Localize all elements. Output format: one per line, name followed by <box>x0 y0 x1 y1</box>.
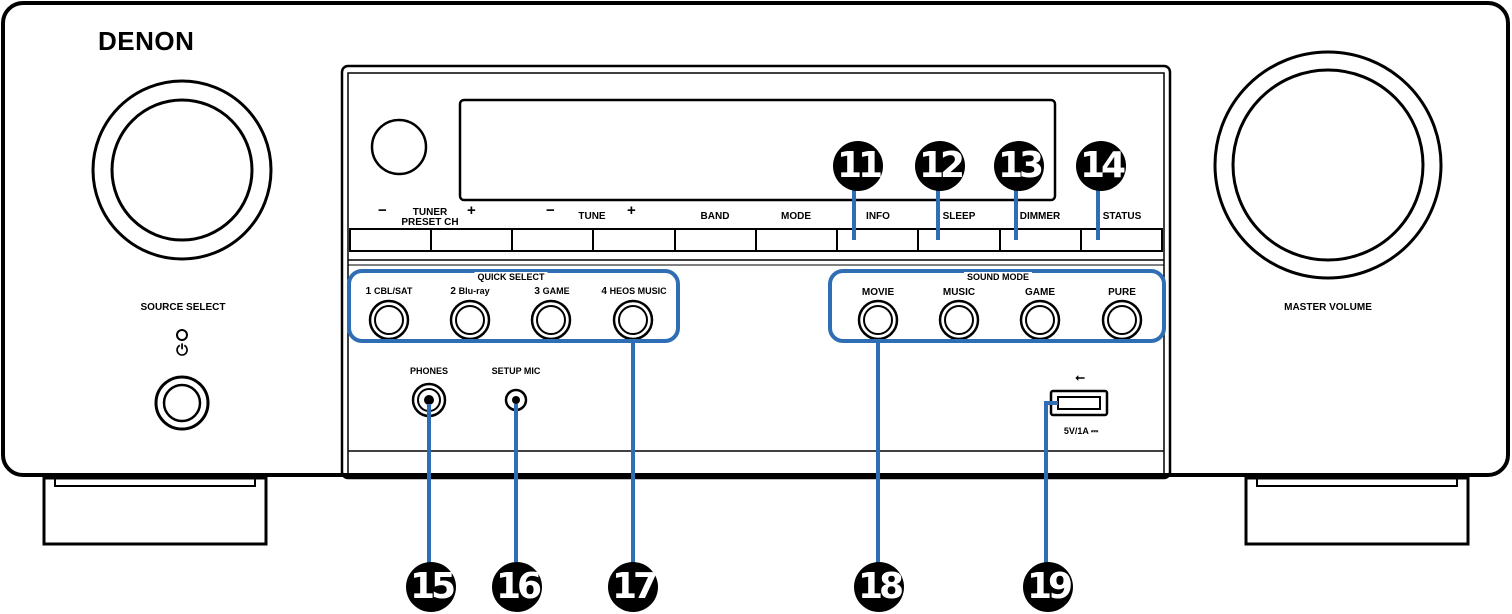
power-button-inner <box>162 383 202 423</box>
preset-minus-label: − <box>378 202 387 219</box>
master-volume-knob[interactable] <box>1215 52 1441 278</box>
callout-19: 19 <box>1023 562 1073 612</box>
power-button[interactable] <box>156 377 208 429</box>
callout-16: 16 <box>492 562 542 612</box>
setup-mic-jack[interactable] <box>506 390 526 410</box>
quick-select-1-button[interactable] <box>370 301 408 339</box>
usb-icon: ⭠ <box>1075 370 1085 384</box>
tune-up-button[interactable] <box>593 229 675 251</box>
power-led <box>176 329 188 341</box>
master-volume-knob-inner <box>1231 68 1425 262</box>
preset-up-button[interactable] <box>431 229 512 251</box>
quick-select-4-number: 4 <box>601 286 607 297</box>
tune-minus-label: − <box>546 202 555 219</box>
right-foot <box>1244 476 1470 546</box>
quick-select-1-number: 1 <box>365 286 372 297</box>
left-foot <box>42 476 268 546</box>
sound-mode-pure-button[interactable] <box>1103 301 1141 339</box>
sound-mode-title: SOUND MODE <box>963 272 1033 282</box>
front-button-row <box>349 228 1163 252</box>
callout-14: 14 <box>1076 141 1126 191</box>
usb-rating-label: 5V/1A ⎓ <box>1063 426 1099 436</box>
callout-17: 17 <box>608 562 658 612</box>
phones-jack[interactable] <box>413 384 445 416</box>
setup-mic-label: SETUP MIC <box>491 366 541 376</box>
quick-select-title: QUICK SELECT <box>474 272 548 282</box>
callout-11: 11 <box>833 141 883 191</box>
quick-select-4-button[interactable] <box>614 301 652 339</box>
power-icon: ⏻ <box>176 342 188 359</box>
quick-select-1-label: 1 CBL/SAT <box>366 286 413 297</box>
quick-select-2-button[interactable] <box>451 301 489 339</box>
phones-jack-hole <box>424 395 434 405</box>
setup-mic-jack-hole <box>512 396 520 404</box>
dimmer-label: DIMMER <box>1019 211 1061 222</box>
sound-mode-game-label: GAME <box>1025 287 1055 298</box>
callout-18: 18 <box>854 562 904 612</box>
dimmer-button[interactable] <box>1000 229 1081 251</box>
sound-mode-buttons <box>857 299 1143 341</box>
center-panel-inner <box>347 72 1165 479</box>
sound-mode-movie-button[interactable] <box>859 301 897 339</box>
source-select-label: SOURCE SELECT <box>140 302 226 313</box>
right-foot-inner <box>1256 477 1458 487</box>
source-select-knob-inner <box>110 98 254 242</box>
quick-select-2-text: Blu-ray <box>458 286 490 296</box>
band-label: BAND <box>700 211 730 222</box>
callout-13: 13 <box>994 141 1044 191</box>
quick-select-4-text: HEOS MUSIC <box>609 286 667 296</box>
mode-label: MODE <box>781 211 811 222</box>
sleep-label: SLEEP <box>942 211 976 222</box>
tuner-preset-label: TUNER PRESET CH <box>401 208 458 228</box>
quick-select-4-label: 4 HEOS MUSIC <box>601 286 666 297</box>
mode-button[interactable] <box>756 229 837 251</box>
info-label: INFO <box>866 211 890 222</box>
quick-select-2-label: 2 Blu-ray <box>450 286 489 297</box>
tuner-label-line2: PRESET CH <box>401 217 459 228</box>
callout-15: 15 <box>406 562 456 612</box>
quick-select-2-number: 2 <box>450 286 456 297</box>
source-select-knob[interactable] <box>93 81 271 259</box>
quick-select-3-label: 3 GAME <box>534 286 569 297</box>
quick-select-1-text: CBL/SAT <box>374 286 413 296</box>
remote-sensor <box>370 118 428 176</box>
front-display <box>458 98 1057 202</box>
quick-select-buttons <box>368 299 654 341</box>
tune-label: TUNE <box>578 211 606 222</box>
sound-mode-music-button[interactable] <box>940 301 978 339</box>
brand-logo: DENON <box>98 26 195 56</box>
phones-label: PHONES <box>409 366 449 376</box>
left-foot-inner <box>54 477 256 487</box>
quick-select-3-text: GAME <box>542 286 570 296</box>
usb-port[interactable] <box>1051 391 1107 415</box>
preset-down-button[interactable] <box>350 229 431 251</box>
sound-mode-pure-label: PURE <box>1108 287 1136 298</box>
quick-select-3-button[interactable] <box>532 301 570 339</box>
info-button[interactable] <box>837 229 918 251</box>
status-label: STATUS <box>1102 211 1142 222</box>
callout-12: 12 <box>915 141 965 191</box>
sound-mode-game-button[interactable] <box>1021 301 1059 339</box>
quick-select-highlight <box>347 269 680 343</box>
sleep-button[interactable] <box>918 229 1000 251</box>
quick-select-3-number: 3 <box>534 286 540 297</box>
callout-leader-lines <box>427 186 1100 568</box>
sound-mode-music-label: MUSIC <box>942 287 976 298</box>
band-button[interactable] <box>675 229 756 251</box>
tuner-label-line1: TUNER <box>412 207 448 218</box>
preset-plus-label: + <box>467 202 476 219</box>
master-volume-label: MASTER VOLUME <box>1284 302 1372 313</box>
sound-mode-highlight <box>828 269 1166 343</box>
tune-plus-label: + <box>627 202 636 219</box>
sound-mode-movie-label: MOVIE <box>861 287 895 298</box>
tune-down-button[interactable] <box>512 229 593 251</box>
status-button[interactable] <box>1081 229 1162 251</box>
